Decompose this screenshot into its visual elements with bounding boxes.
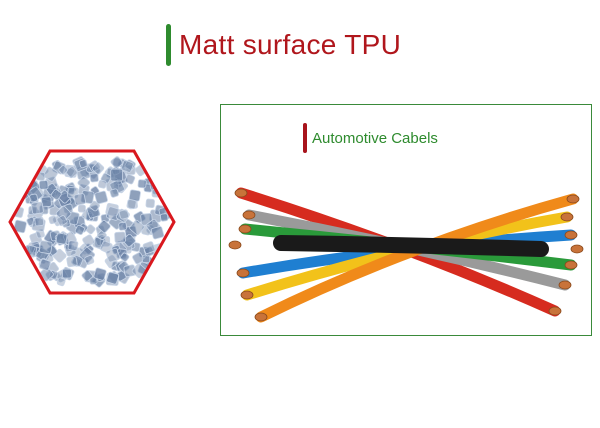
pellet — [129, 219, 145, 236]
copper-wire-tip — [564, 230, 578, 240]
pellet-cluster — [10, 151, 174, 293]
page-title: Matt surface TPU — [179, 29, 402, 60]
pellet — [89, 276, 98, 285]
pellet — [67, 240, 79, 251]
pellet — [31, 201, 44, 215]
pellet — [48, 215, 58, 225]
pellet — [97, 179, 107, 189]
pellet — [81, 270, 93, 282]
tpu-pellets-image — [8, 149, 176, 295]
pellet — [114, 231, 126, 244]
pellet — [29, 193, 38, 203]
pellet — [71, 255, 84, 267]
cable-label-group: Automotive Cabels — [303, 123, 438, 153]
cable-label: Automotive Cabels — [312, 129, 438, 147]
pellet — [150, 226, 165, 240]
pellet — [29, 232, 43, 245]
pellet — [89, 200, 100, 212]
pellet — [77, 204, 86, 213]
copper-wire-tip — [570, 244, 584, 254]
copper-wire-tip — [564, 260, 578, 270]
pellet — [118, 209, 129, 220]
pellet — [78, 159, 88, 169]
copper-wire-tip — [560, 212, 574, 222]
pellet — [28, 206, 38, 216]
pellet — [106, 271, 119, 285]
pellet — [86, 204, 101, 219]
pellet — [38, 180, 49, 190]
pellet — [160, 213, 169, 222]
pellet — [137, 179, 147, 189]
pellet — [123, 264, 137, 278]
pellet — [94, 190, 108, 205]
pellet — [58, 165, 68, 175]
pellet — [124, 174, 136, 185]
copper-wire-tip — [242, 210, 256, 220]
copper-wire-tip — [566, 194, 580, 204]
pellet — [143, 246, 155, 257]
copper-wire-tip — [238, 224, 252, 234]
pellet — [50, 189, 62, 200]
pellet — [73, 193, 86, 206]
pellet — [89, 173, 99, 183]
copper-wire-tip — [254, 312, 268, 322]
pellet — [34, 216, 45, 227]
pellet — [93, 267, 107, 281]
pellet — [141, 254, 151, 263]
pellet — [62, 268, 72, 279]
copper-wire-tip — [240, 290, 254, 300]
pellet — [74, 224, 85, 235]
pellet — [105, 247, 121, 263]
pellet — [82, 234, 95, 247]
title-accent-bar — [166, 24, 171, 66]
page-title-group: Matt surface TPU — [166, 24, 401, 66]
pellet — [84, 255, 95, 265]
pellet — [120, 252, 130, 262]
pellet — [66, 256, 78, 268]
pellet — [109, 188, 119, 198]
pellet — [126, 199, 137, 210]
hexagon-frame — [8, 149, 176, 295]
pellet — [91, 162, 105, 175]
copper-wire-tip — [548, 306, 562, 316]
copper-wire-tip — [558, 280, 572, 290]
pellet — [77, 176, 90, 189]
pellet — [56, 277, 66, 287]
pellet — [105, 202, 119, 217]
pellet — [55, 232, 68, 245]
copper-wire-tip — [236, 268, 250, 278]
pellet — [120, 159, 134, 173]
pellet — [79, 247, 96, 263]
pellet — [145, 198, 155, 209]
pellet — [142, 241, 156, 254]
pellet — [38, 240, 53, 254]
pellet — [118, 221, 128, 231]
pellet — [43, 166, 59, 182]
pellet — [65, 166, 78, 179]
cable-wire — [273, 235, 549, 257]
pellet — [97, 220, 111, 233]
pellet — [110, 168, 123, 182]
pellet — [13, 219, 27, 234]
cable-bundle-image — [228, 187, 584, 323]
pellet — [124, 159, 136, 171]
copper-wire-tip — [234, 188, 248, 198]
pellet — [39, 258, 51, 271]
automotive-cables-panel: Automotive Cabels — [220, 104, 592, 336]
cable-label-accent-bar — [303, 123, 307, 153]
pellet — [56, 215, 68, 227]
pellet — [122, 233, 136, 248]
copper-wire-tip — [228, 240, 242, 250]
pellet — [110, 156, 123, 169]
